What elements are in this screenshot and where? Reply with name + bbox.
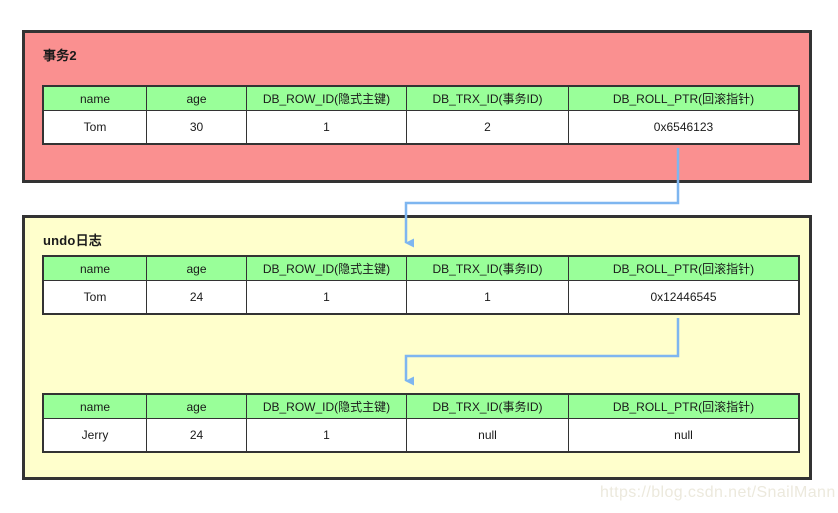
column-header-db-trx-id: DB_TRX_ID(事务ID) xyxy=(406,393,569,419)
column-header-db-roll-ptr: DB_ROLL_PTR(回滚指针) xyxy=(568,255,800,281)
table-row: Tom 24 1 1 0x12446545 xyxy=(42,280,800,315)
column-header-name: name xyxy=(42,393,147,419)
cell-age: 24 xyxy=(146,280,247,315)
cell-name: Jerry xyxy=(42,418,147,453)
cell-db-trx-id: 2 xyxy=(406,110,569,145)
column-header-db-roll-ptr: DB_ROLL_PTR(回滚指针) xyxy=(568,85,800,111)
column-header-db-trx-id: DB_TRX_ID(事务ID) xyxy=(406,85,569,111)
record-table-undo-1: name age DB_ROW_ID(隐式主键) DB_TRX_ID(事务ID)… xyxy=(42,255,800,315)
table-row: Tom 30 1 2 0x6546123 xyxy=(42,110,800,145)
panel-transaction2-title: 事务2 xyxy=(43,48,77,63)
cell-db-row-id: 1 xyxy=(246,110,407,145)
record-table-undo-2: name age DB_ROW_ID(隐式主键) DB_TRX_ID(事务ID)… xyxy=(42,393,800,453)
column-header-db-row-id: DB_ROW_ID(隐式主键) xyxy=(246,393,407,419)
cell-db-trx-id: null xyxy=(406,418,569,453)
cell-db-roll-ptr: 0x12446545 xyxy=(568,280,800,315)
table-row: Jerry 24 1 null null xyxy=(42,418,800,453)
column-header-db-trx-id: DB_TRX_ID(事务ID) xyxy=(406,255,569,281)
watermark-text: https://blog.csdn.net/SnailMann xyxy=(600,484,836,501)
column-header-age: age xyxy=(146,85,247,111)
column-header-db-row-id: DB_ROW_ID(隐式主键) xyxy=(246,255,407,281)
cell-db-row-id: 1 xyxy=(246,418,407,453)
cell-name: Tom xyxy=(42,110,147,145)
table-header-row: name age DB_ROW_ID(隐式主键) DB_TRX_ID(事务ID)… xyxy=(42,85,800,111)
column-header-age: age xyxy=(146,393,247,419)
table-header-row: name age DB_ROW_ID(隐式主键) DB_TRX_ID(事务ID)… xyxy=(42,255,800,281)
panel-undo-log-title: undo日志 xyxy=(43,233,102,248)
cell-db-row-id: 1 xyxy=(246,280,407,315)
table-header-row: name age DB_ROW_ID(隐式主键) DB_TRX_ID(事务ID)… xyxy=(42,393,800,419)
cell-db-roll-ptr: 0x6546123 xyxy=(568,110,800,145)
cell-name: Tom xyxy=(42,280,147,315)
column-header-name: name xyxy=(42,255,147,281)
cell-age: 30 xyxy=(146,110,247,145)
column-header-age: age xyxy=(146,255,247,281)
column-header-db-row-id: DB_ROW_ID(隐式主键) xyxy=(246,85,407,111)
cell-age: 24 xyxy=(146,418,247,453)
cell-db-trx-id: 1 xyxy=(406,280,569,315)
column-header-db-roll-ptr: DB_ROLL_PTR(回滚指针) xyxy=(568,393,800,419)
record-table-transaction2: name age DB_ROW_ID(隐式主键) DB_TRX_ID(事务ID)… xyxy=(42,85,800,145)
cell-db-roll-ptr: null xyxy=(568,418,800,453)
column-header-name: name xyxy=(42,85,147,111)
